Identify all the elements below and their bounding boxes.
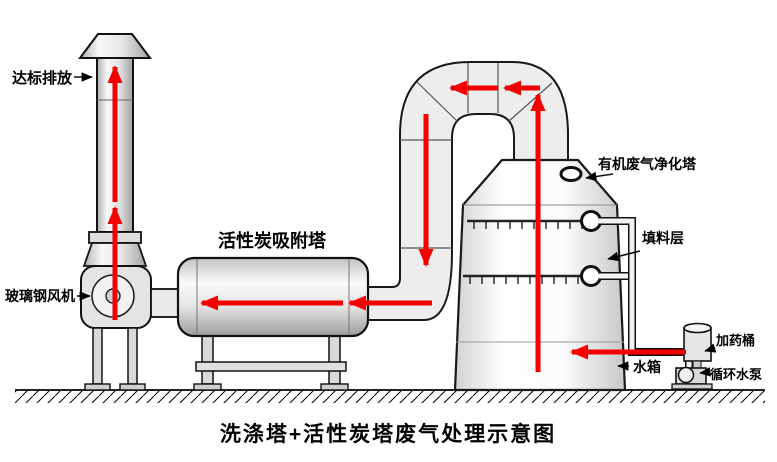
dosing-pipe [692,360,702,369]
carbon-adsorption-tower [176,256,370,391]
diagram-title: 洗涤塔+活性炭塔废气处理示意图 [220,422,556,446]
ground-hatching [15,391,765,403]
tower-top-flange [559,166,583,182]
spray-header-upper [467,210,602,232]
carbon-tower-foot-right [320,383,349,391]
carbon-tower-rail [195,361,347,372]
leader-purify-tower [585,171,614,182]
label-leaders [74,72,717,377]
label-fan: 玻璃钢风机 [5,288,75,304]
pump-motor [677,366,695,384]
leader-packing [607,250,641,262]
carbon-tower-leg-right [328,335,341,385]
label-dosing-barrel: 加药桶 [715,333,755,348]
label-emission: 达标排放 [12,69,73,87]
carbon-tower-leg-left [201,335,214,385]
lower-pipe-flange [580,265,602,287]
exhaust-stack-assembly [78,33,181,391]
fan-foot-right [119,383,146,391]
label-carbon-tower: 活性炭吸附塔 [218,230,327,251]
gas-flow-arrows [107,65,686,372]
fan-leg-left [92,327,103,385]
upper-pipe-flange [580,210,602,232]
pump-base [671,383,713,390]
fan-foot-left [84,383,111,391]
label-purify-tower: 有机废气净化塔 [598,156,697,172]
label-pump: 循环水泵 [710,367,762,382]
stack-rain-cap [78,33,152,59]
leader-pump [699,367,711,377]
carbon-tower-shell [176,256,370,338]
fan-leg-right [127,327,138,385]
leader-dosing-barrel [704,343,717,353]
fan-inlet-duct [150,288,181,318]
duct-body [367,61,569,321]
label-packing: 填料层 [642,230,684,246]
dosing-and-pump-unit [671,322,713,390]
dosing-barrel-lid [683,322,712,334]
label-water-tank: 水箱 [633,359,661,375]
spray-header-lower [463,265,602,287]
carbon-tower-foot-left [193,383,222,391]
ground-line [15,389,765,403]
